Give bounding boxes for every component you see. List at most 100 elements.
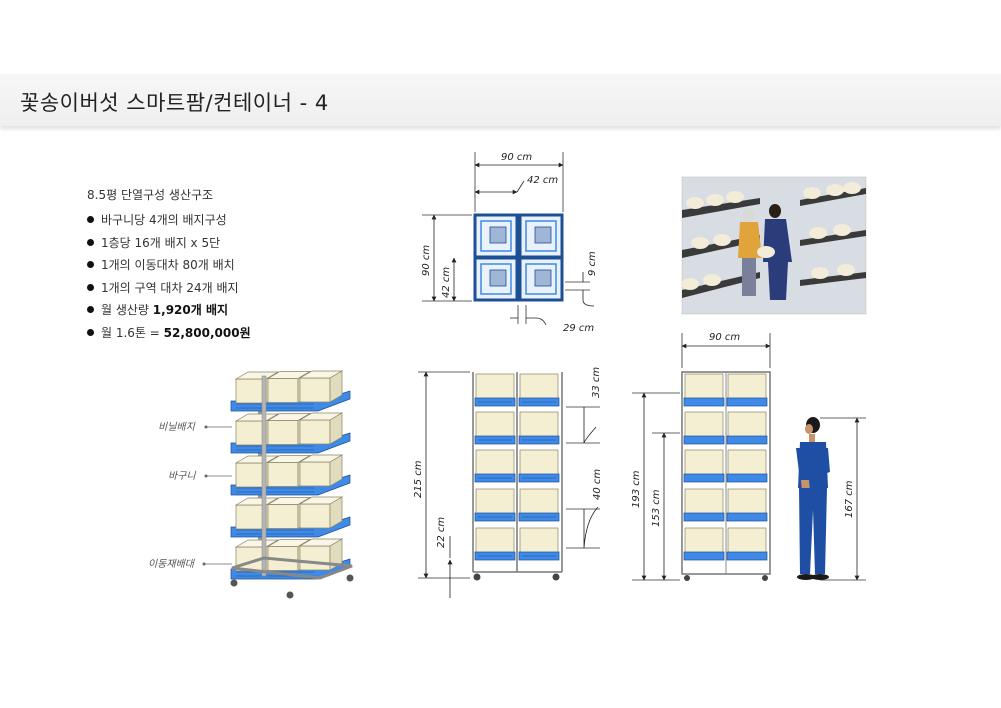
side-bag [684,449,724,477]
photo-mushroom [713,234,731,246]
top-view-baskets [473,213,564,302]
side-reach: 153 cm [651,489,662,527]
bag-side [329,370,343,403]
photo-mushroom [837,264,855,276]
side-bag [684,488,724,516]
side-caster [684,575,690,581]
photo-person2-legs [768,262,788,300]
label-bag: 비닐배지 [158,421,196,433]
side-basket [683,551,725,561]
bag-front [299,545,331,571]
top-width-total: 90 cm [501,152,532,163]
bag-front [267,504,299,529]
side-view-drawing: 90 cm 193 cm 153 cm 167 cm [631,332,866,581]
caster [230,579,238,587]
basket-slats [236,487,314,493]
top-basket-inner [525,263,557,295]
side-height: 193 cm [631,470,642,508]
photo-mushroom [681,278,699,290]
photo-person1-body [738,222,762,258]
front-bag [519,488,559,516]
photo-shelf [682,198,760,218]
side-bag [727,449,767,477]
photo-mushroom [833,224,851,236]
top-post: 29 cm [563,323,594,334]
bag-front [235,504,267,530]
side-bag [684,373,724,401]
caster [346,574,354,582]
photo-mushroom [809,227,827,239]
person-height: 167 cm [844,480,855,518]
bag-front [267,378,299,403]
top-gap-leader [582,272,595,307]
top-gap: 9 cm [587,251,598,276]
front-bag: 40 cm [592,469,603,500]
photo-mushroom [691,237,709,249]
side-bag [684,527,724,555]
top-bag [534,269,552,287]
front-view-drawing: 215 cm 22 cm 33 cm 40 cm [413,367,603,598]
top-post-leader [510,317,547,326]
front-view-rack [472,372,563,581]
top-basket [473,256,519,302]
farm-photo [681,176,867,315]
bag-front [235,462,267,488]
top-width-half: 42 cm [527,175,558,186]
bag-side [329,412,343,445]
front-bag [475,411,515,439]
spec-item-4: 1개의 구역 대차 24개 배지 [87,277,251,300]
page-title: 꽃송이버섯 스마트팜/컨테이너 - 4 [20,91,329,115]
top-depth-half: 42 cm [441,267,452,298]
leader-basket-dot [204,474,208,478]
title-bar: 꽃송이버섯 스마트팜/컨테이너 - 4 [0,74,1001,126]
basket-slats [236,529,314,535]
front-bag [475,527,515,555]
rack-3d-illustration [230,370,354,599]
side-view-rack [681,371,771,581]
bag-front [299,419,331,445]
person-figure [796,417,830,580]
side-basket [683,473,725,483]
bag-front [235,420,267,446]
leader-bag-dot [204,425,208,429]
side-basket [726,551,768,561]
photo-mushroom [826,184,844,196]
bag-side [329,454,343,487]
photo-person1-legs [742,258,756,296]
photo-mushroom [726,191,744,203]
spec-item-6: 월 1.6톤 = 52,800,000원 [87,322,251,345]
side-basket [726,435,768,445]
side-bag [727,411,767,439]
photo-mushroom [811,267,829,279]
bag-side [329,538,343,571]
front-bag [475,488,515,516]
front-height: 215 cm [413,460,424,498]
photo-shelf [682,272,760,298]
basket-slats [236,445,314,451]
photo-person1-head [743,208,755,222]
bag-front [235,378,267,404]
front-tier-leader [583,407,597,444]
photo-shelf-right [800,230,866,246]
side-basket [683,512,725,522]
spec-item-3: 1개의 이동대차 80개 배치 [87,254,251,277]
bag-front [299,377,331,403]
spec-item-2: 1층당 16개 배지 x 5단 [87,232,251,255]
top-bag [534,226,552,244]
photo-mushroom [803,187,821,199]
farm-photo-contents [681,182,866,300]
label-basket: 바구니 [168,470,196,482]
side-basket [683,435,725,445]
bag-front [299,503,331,529]
top-basket-inner [480,220,512,252]
spec-item-1: 바구니당 4개의 배지구성 [87,209,251,232]
spec-heading: 8.5평 단열구성 생산구조 [87,188,214,202]
front-tier: 33 cm [591,367,602,398]
top-bag [489,226,507,244]
side-basket [683,397,725,407]
top-bag [489,269,507,287]
leader-cart-dot [202,562,206,566]
bag-front [299,461,331,487]
top-depth-total: 90 cm [421,245,432,276]
